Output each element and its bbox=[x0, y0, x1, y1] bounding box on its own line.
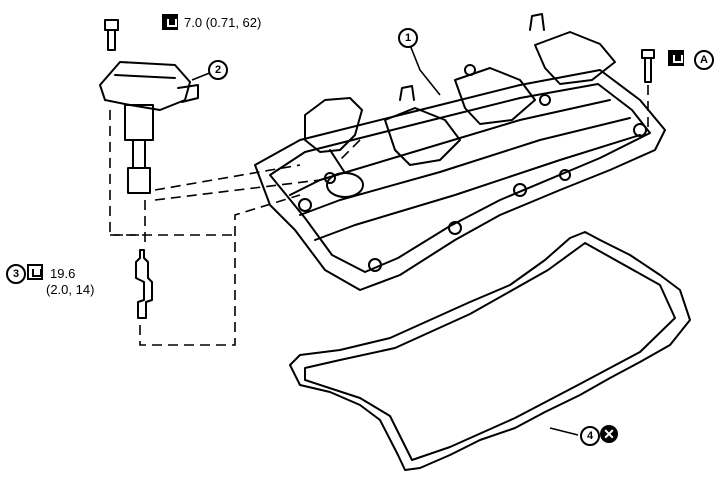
callout-4: 4 bbox=[580, 426, 600, 446]
torque-solid-icon bbox=[162, 14, 178, 30]
cover-torque-solid-icon bbox=[668, 50, 684, 66]
callout-3: 3 bbox=[6, 264, 26, 284]
spark-plug bbox=[135, 249, 153, 319]
ignition-coil bbox=[99, 19, 199, 194]
reference-a-icon: A bbox=[694, 50, 714, 70]
cover-bolt bbox=[641, 49, 655, 83]
callout-1: 1 bbox=[398, 28, 418, 48]
rocker-cover bbox=[254, 13, 666, 291]
plug-torque-sub: (2.0, 14) bbox=[46, 282, 95, 297]
coil-bolt-torque: 7.0 (0.71, 62) bbox=[184, 15, 262, 30]
torque-outline-icon bbox=[27, 264, 43, 280]
callout-2: 2 bbox=[208, 60, 228, 80]
valve-cover-gasket bbox=[289, 231, 691, 471]
plug-torque-value: 19.6 bbox=[50, 266, 76, 281]
replace-x-icon: ✕ bbox=[600, 425, 618, 443]
